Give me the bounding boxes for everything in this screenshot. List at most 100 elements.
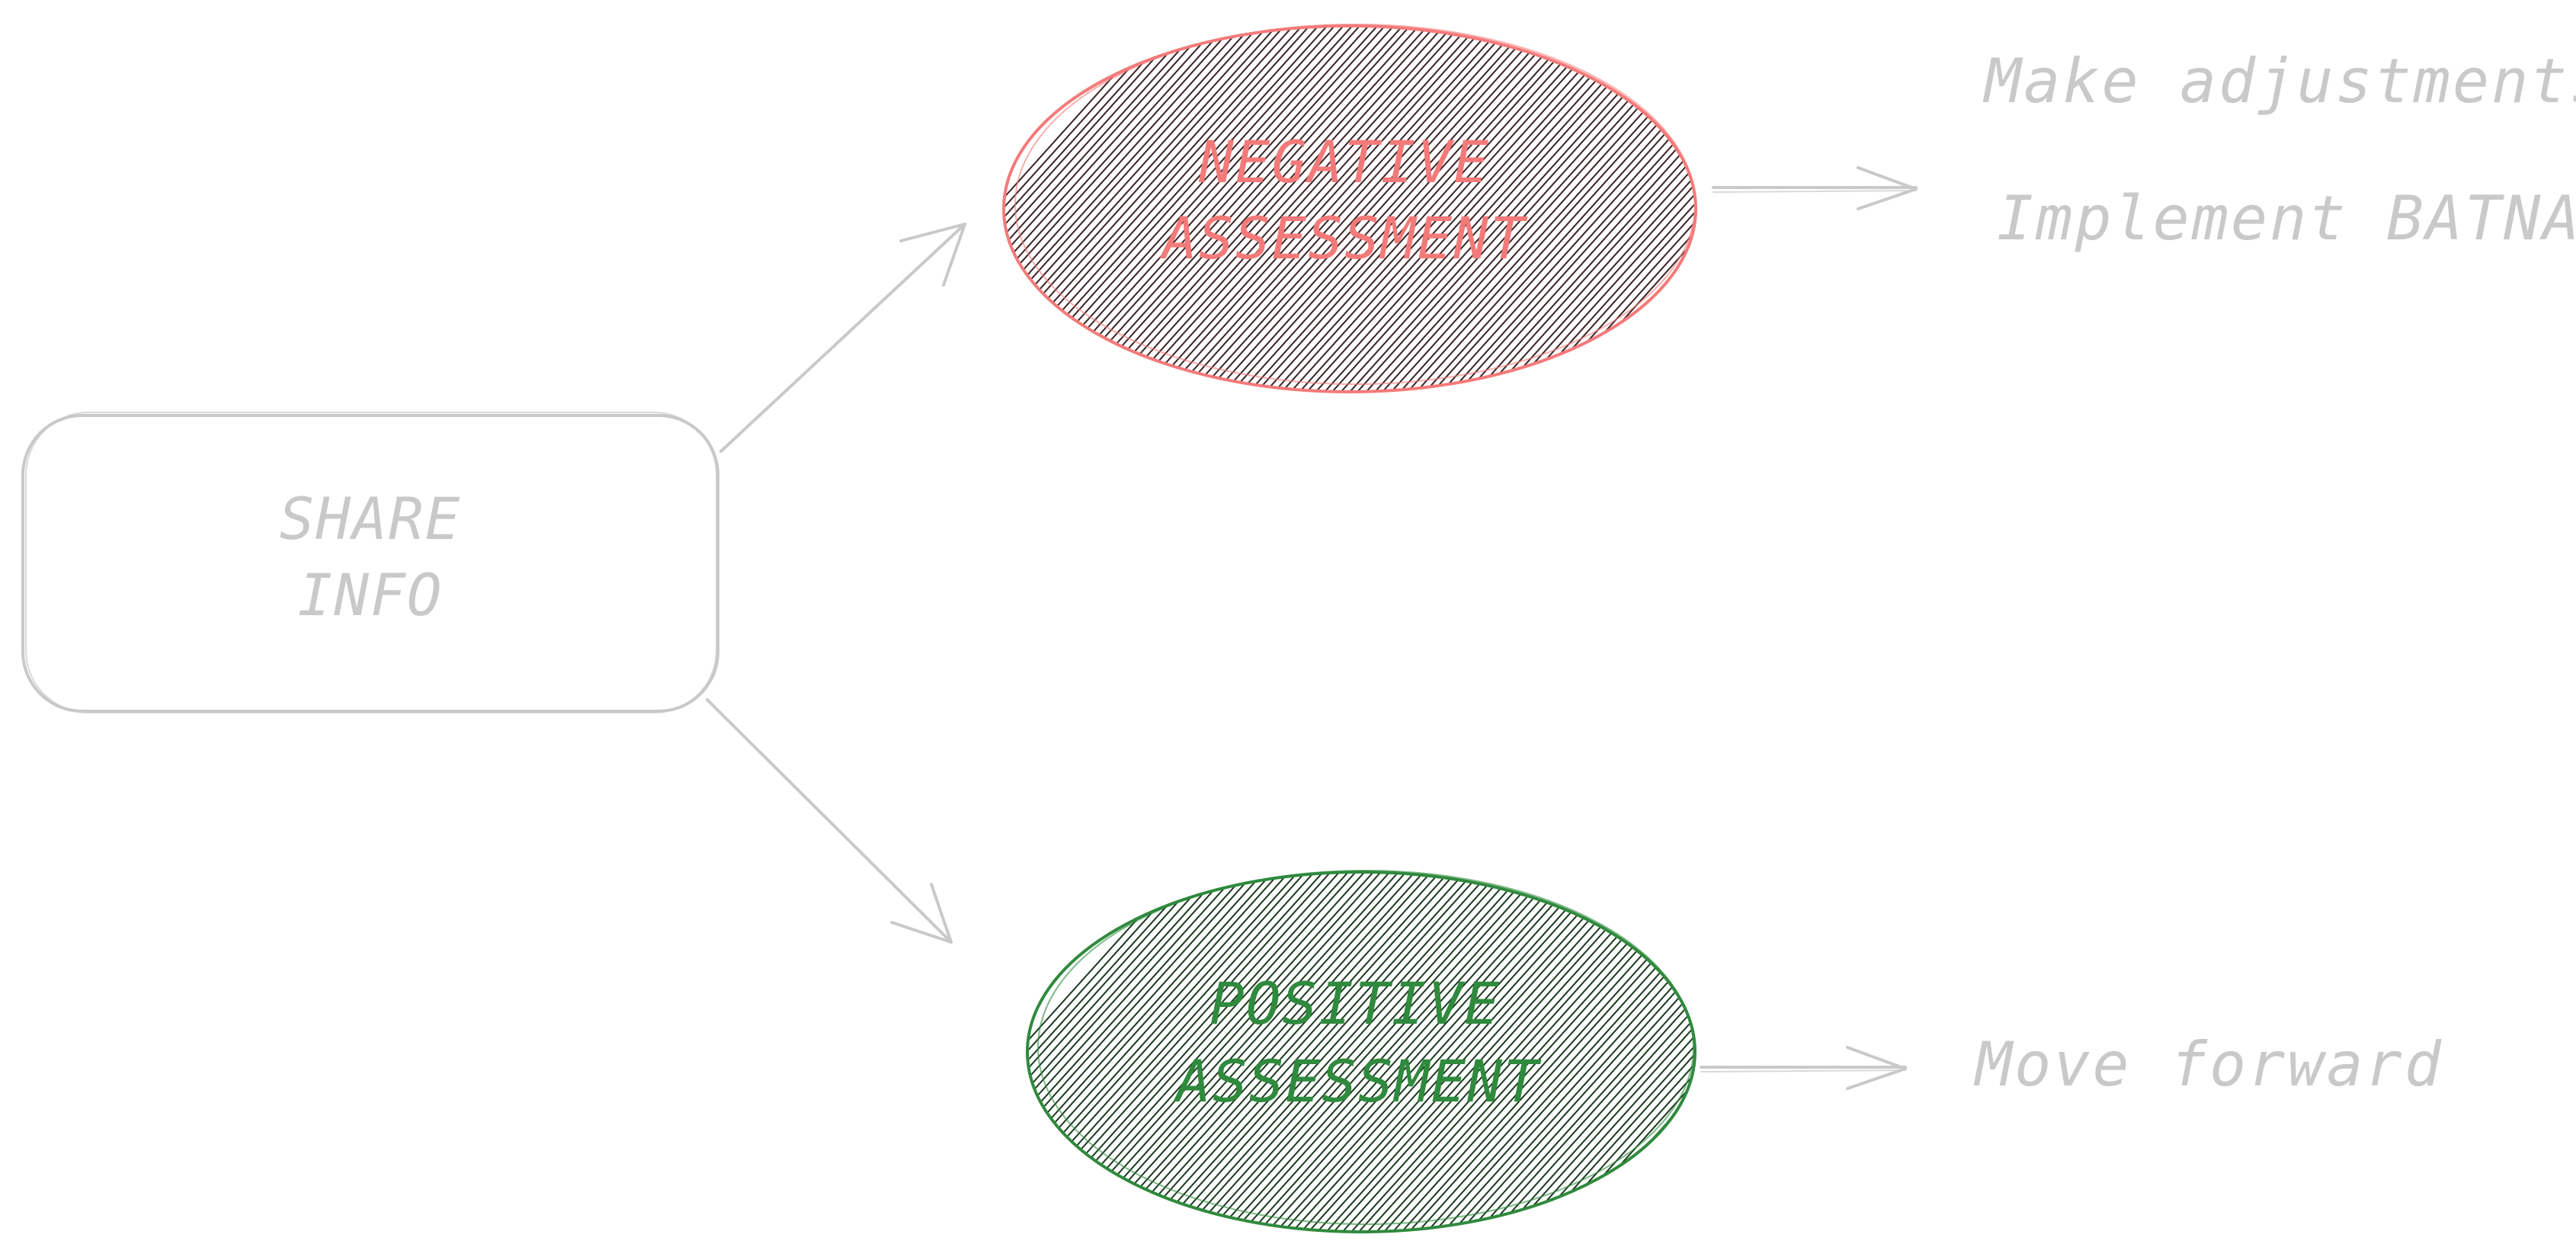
- positive-hatch-line: [1603, 872, 1693, 1232]
- negative-hatch-line: [1249, 26, 1594, 392]
- arrow-negative-outcome: [1712, 166, 1918, 210]
- positive-hatch-line: [1175, 872, 1514, 1232]
- positive-hatch-line: [1142, 872, 1482, 1232]
- positive-hatch-line: [1636, 872, 1693, 1232]
- positive-hatch-line: [1100, 872, 1439, 1232]
- positive-hatch-line: [1251, 872, 1590, 1232]
- positive-hatch-line: [1029, 872, 1306, 1232]
- negative-hatch-line: [1619, 26, 1694, 392]
- negative-hatch-line: [1669, 26, 1694, 392]
- negative-label-line1: NEGATIVE: [1198, 128, 1490, 196]
- negative-hatch-line: [1091, 26, 1436, 392]
- negative-hatch-line: [1677, 26, 1694, 392]
- negative-hatch-line: [1005, 26, 1210, 392]
- positive-hatch-line: [1029, 872, 1213, 1232]
- positive-hatch-line: [1276, 872, 1615, 1232]
- positive-hatch-line: [1184, 872, 1523, 1232]
- negative-label-line2: ASSESSMENT: [1159, 204, 1528, 272]
- negative-hatch-line: [1005, 26, 1242, 392]
- positive-hatch-line: [1502, 872, 1693, 1232]
- share-info-box-sketch: [25, 412, 717, 713]
- positive-hatch-line: [1301, 872, 1640, 1232]
- positive-hatch-line: [1309, 872, 1649, 1232]
- positive-hatch-line: [1092, 872, 1431, 1232]
- negative-hatch-line: [1081, 26, 1427, 392]
- positive-hatch-line: [1495, 872, 1693, 1232]
- positive-hatch-line: [1029, 872, 1263, 1232]
- negative-hatch-line: [1005, 26, 1166, 392]
- positive-ellipse-outline: [1026, 871, 1697, 1233]
- positive-hatch-line: [1029, 872, 1230, 1232]
- positive-hatch-line: [1678, 872, 1693, 1232]
- negative-hatch-line: [1005, 26, 1184, 392]
- negative-hatch-line: [1005, 26, 1235, 392]
- negative-hatch-line: [1551, 26, 1694, 392]
- negative-hatch-line: [1005, 26, 1226, 392]
- positive-hatch-line: [1460, 872, 1693, 1232]
- negative-hatch-line: [1576, 26, 1694, 392]
- negative-hatch-line: [1559, 26, 1694, 392]
- positive-hatch-line: [1520, 872, 1693, 1232]
- positive-hatch-line: [1218, 872, 1557, 1232]
- positive-hatch-line: [1075, 872, 1414, 1232]
- positive-hatch-line: [1234, 872, 1574, 1232]
- negative-hatch-line: [1584, 26, 1694, 392]
- positive-hatch-line: [1209, 872, 1549, 1232]
- positive-hatch-line: [1653, 872, 1693, 1232]
- negative-hatch-line: [1543, 26, 1694, 392]
- positive-hatch-line: [1029, 872, 1222, 1232]
- negative-hatch-line: [1459, 26, 1694, 392]
- negative-hatch-line: [1132, 26, 1477, 392]
- negative-hatch-line: [1308, 26, 1653, 392]
- negative-hatch-line: [1232, 26, 1578, 392]
- share-info-node[interactable]: SHARE INFO: [21, 412, 719, 713]
- positive-hatch-line: [1158, 872, 1498, 1232]
- negative-hatch-line: [1005, 26, 1292, 392]
- positive-hatch-line: [1578, 872, 1693, 1232]
- negative-hatch-line: [1073, 26, 1418, 392]
- positive-hatch-line: [1536, 872, 1693, 1232]
- negative-hatch-line: [1408, 26, 1694, 392]
- positive-hatch-line: [1293, 872, 1632, 1232]
- positive-hatch-line: [1259, 872, 1599, 1232]
- negative-hatch-line: [1626, 26, 1694, 392]
- negative-hatch-line: [1166, 26, 1511, 392]
- positive-hatch-line: [1477, 872, 1693, 1232]
- share-info-label-line2: INFO: [297, 561, 443, 629]
- negative-hatch-line: [1107, 26, 1452, 392]
- negative-hatch-line: [1005, 26, 1251, 392]
- negative-hatch-line: [1443, 26, 1694, 392]
- positive-hatch-line: [1029, 872, 1280, 1232]
- positive-hatch-line: [1029, 872, 1297, 1232]
- positive-hatch-line: [1117, 872, 1456, 1232]
- negative-hatch-line: [1594, 26, 1694, 392]
- positive-hatch-line: [1485, 872, 1693, 1232]
- negative-hatch-line: [1468, 26, 1694, 392]
- positive-hatch-line: [1193, 872, 1532, 1232]
- negative-ellipse-sketch: [1014, 24, 1696, 385]
- positive-hatch-line: [1561, 872, 1693, 1232]
- positive-hatch-line: [1029, 872, 1247, 1232]
- positive-hatch-line: [1645, 872, 1693, 1232]
- positive-hatch-line: [1243, 872, 1582, 1232]
- negative-hatch-line: [1116, 26, 1461, 392]
- negative-assessment-node[interactable]: NEGATIVE ASSESSMENT: [822, 18, 2214, 399]
- negative-hatch-line: [1224, 26, 1568, 392]
- positive-hatch-line: [1029, 872, 1288, 1232]
- negative-hatch-line: [1157, 26, 1502, 392]
- positive-hatch-line: [1200, 872, 1540, 1232]
- positive-hatch-line: [1029, 872, 1255, 1232]
- negative-hatch-line: [1526, 26, 1694, 392]
- positive-hatch-line: [1108, 872, 1448, 1232]
- positive-hatch-line: [1150, 872, 1489, 1232]
- negative-hatch-line: [1274, 26, 1619, 392]
- negative-hatch-line: [1048, 26, 1392, 392]
- negative-hatch-line: [1174, 26, 1518, 392]
- negative-hatch-line: [1534, 26, 1694, 392]
- negative-hatch-line: [1475, 26, 1694, 392]
- positive-hatch-line: [1029, 872, 1205, 1232]
- positive-hatch-line: [1427, 872, 1693, 1232]
- positive-hatch-line: [1133, 872, 1473, 1232]
- positive-hatch-line: [1661, 872, 1693, 1232]
